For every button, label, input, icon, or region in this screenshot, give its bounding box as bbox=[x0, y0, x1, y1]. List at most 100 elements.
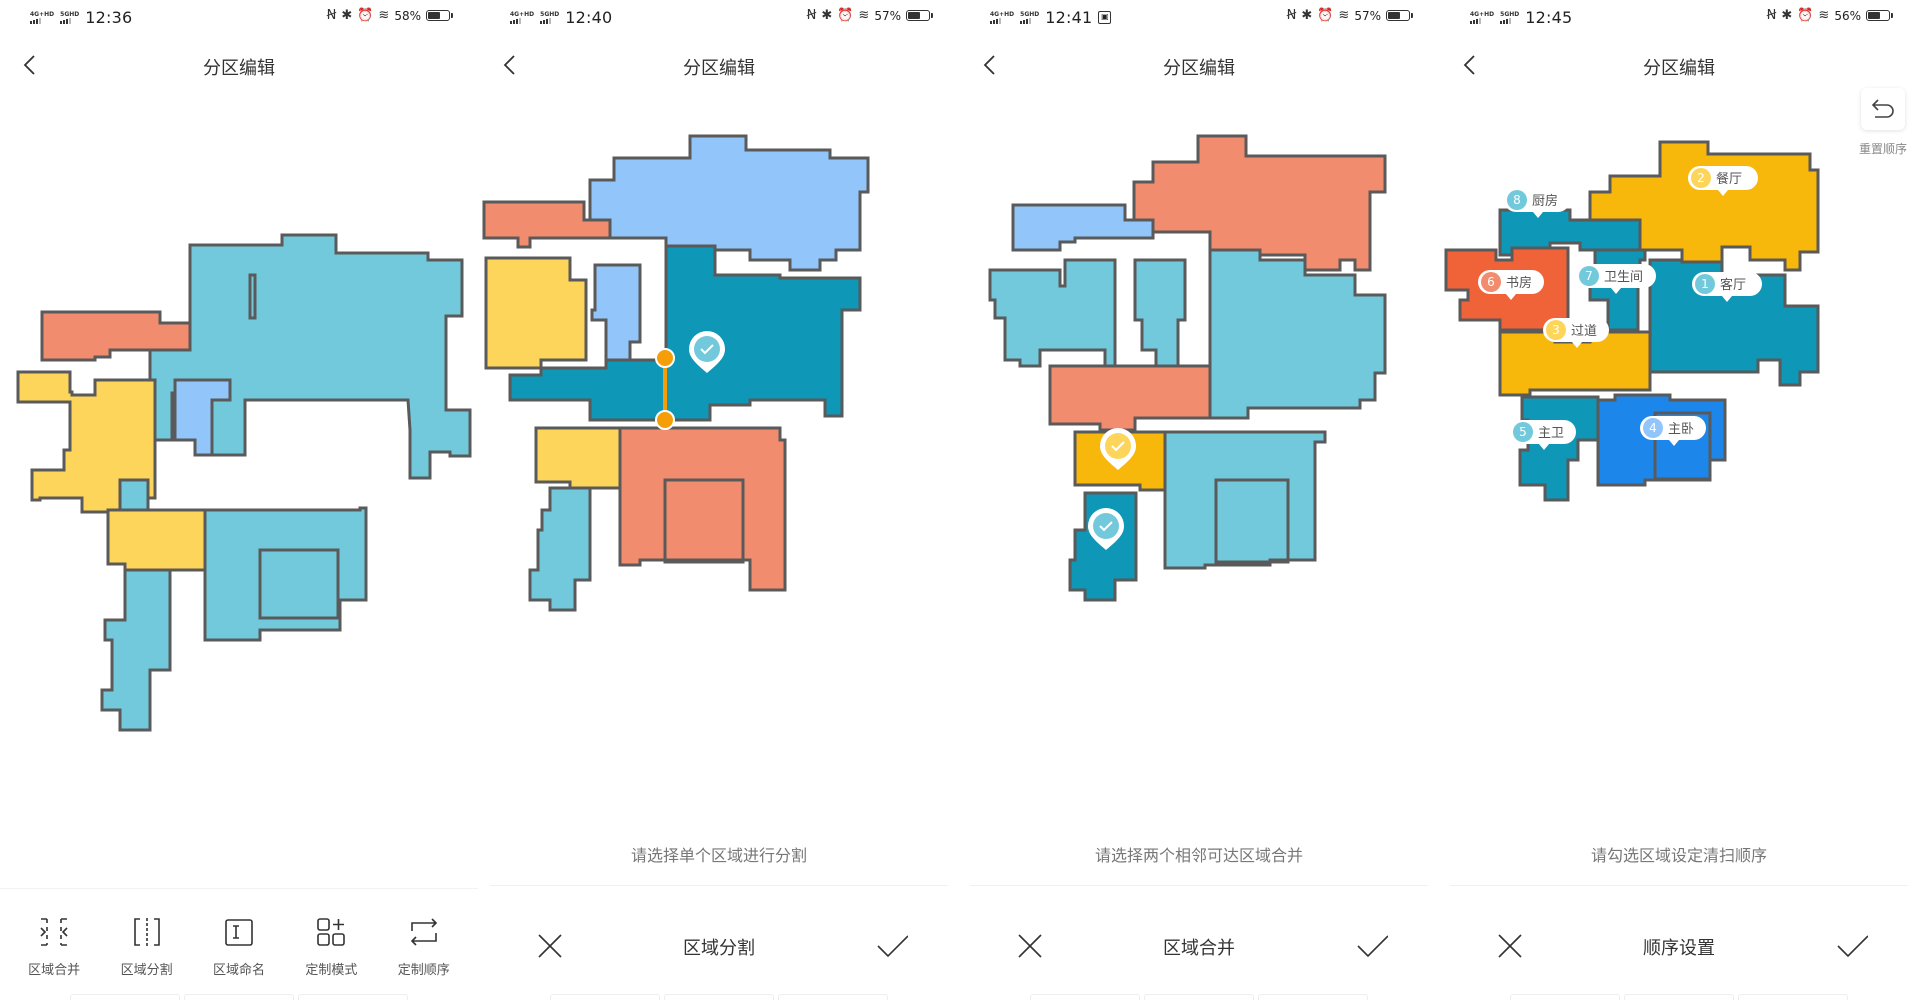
svg-text:6: 6 bbox=[1487, 275, 1495, 289]
battery-percent: 56% bbox=[1834, 8, 1861, 23]
merge-zones-button[interactable]: 区域合并 bbox=[9, 889, 99, 988]
custom-mode-button[interactable]: 定制模式 bbox=[286, 889, 376, 988]
floor-map[interactable] bbox=[0, 110, 478, 830]
divider bbox=[1450, 885, 1908, 886]
split-zone-button[interactable]: 区域分割 bbox=[102, 889, 192, 988]
rename-zone-button[interactable]: 区域命名 bbox=[194, 889, 284, 988]
action-bar: 区域分割 bbox=[480, 920, 958, 976]
signal-4g-icon: 4G+HD bbox=[1470, 11, 1494, 24]
room-region bbox=[203, 506, 368, 642]
room-region bbox=[248, 273, 257, 320]
reset-order: 重置顺序 bbox=[1858, 88, 1908, 157]
selected-zone-marker[interactable] bbox=[689, 331, 725, 373]
signal-5g-icon: 5GHD bbox=[540, 11, 559, 24]
room-label-7[interactable]: 7 卫生间 bbox=[1576, 264, 1656, 294]
room-region bbox=[1011, 203, 1155, 252]
cancel-icon[interactable] bbox=[1014, 930, 1046, 962]
signal-5g-icon: 5GHD bbox=[60, 11, 79, 24]
room-label-6[interactable]: 6 书房 bbox=[1478, 270, 1544, 300]
split-handle-top[interactable] bbox=[655, 348, 675, 368]
cancel-icon[interactable] bbox=[1494, 930, 1526, 962]
room-label-3[interactable]: 3 过道 bbox=[1543, 318, 1609, 348]
room-region bbox=[106, 508, 207, 572]
alarm-icon: ⏰ bbox=[1797, 8, 1814, 23]
battery-icon bbox=[1866, 10, 1893, 21]
phone-screen-merge-zones: 4G+HD 5GHD 12:41 ▣ Ꞥ ✱ ⏰ ≋ 57% 分区编辑 bbox=[960, 0, 1438, 1000]
reset-order-button[interactable] bbox=[1861, 88, 1905, 130]
svg-text:主卫: 主卫 bbox=[1538, 426, 1564, 441]
room-label-8[interactable]: 8 厨房 bbox=[1504, 188, 1570, 218]
nav-header: 分区编辑 bbox=[0, 44, 478, 88]
custom-order-button[interactable]: 定制顺序 bbox=[379, 889, 469, 988]
reset-order-label: 重置顺序 bbox=[1858, 142, 1907, 156]
room-region bbox=[1048, 364, 1212, 432]
floor-map[interactable]: 1 客厅 2 餐厅 3 过道 4 bbox=[1440, 110, 1918, 830]
floor-map-canvas[interactable]: 1 客厅 2 餐厅 3 过道 4 bbox=[1440, 110, 1918, 830]
check-icon[interactable] bbox=[876, 930, 908, 962]
status-bar: 4G+HD 5GHD 12:36 Ꞥ ✱ ⏰ ≋ 58% bbox=[0, 8, 478, 36]
signal-4g-icon: 4G+HD bbox=[990, 11, 1014, 24]
nav-header: 分区编辑 bbox=[1440, 44, 1918, 88]
page-title: 分区编辑 bbox=[1643, 58, 1715, 79]
svg-text:厨房: 厨房 bbox=[1532, 193, 1558, 209]
divider bbox=[970, 885, 1428, 886]
room-label-5[interactable]: 5 主卫 bbox=[1510, 420, 1576, 450]
room-label-4[interactable]: 4 主卧 bbox=[1640, 416, 1706, 446]
bluetooth-icon: ✱ bbox=[1301, 8, 1313, 23]
room-region bbox=[590, 263, 642, 362]
floor-map-canvas[interactable] bbox=[0, 110, 478, 830]
bluetooth-icon: ✱ bbox=[341, 8, 353, 23]
svg-text:4: 4 bbox=[1649, 421, 1657, 435]
page-title: 分区编辑 bbox=[203, 58, 275, 79]
battery-percent: 57% bbox=[1354, 8, 1381, 23]
room-region bbox=[1208, 248, 1387, 420]
nav-header: 分区编辑 bbox=[960, 44, 1438, 88]
room-region bbox=[1132, 134, 1387, 272]
action-title: 区域分割 bbox=[683, 938, 755, 959]
bluetooth-icon: ✱ bbox=[821, 8, 833, 23]
merge-zones-label: 区域合并 bbox=[28, 963, 81, 978]
phone-screen-split-zone: 4G+HD 5GHD 12:40 Ꞥ ✱ ⏰ ≋ 57% 分区编辑 bbox=[480, 0, 958, 1000]
battery-icon bbox=[426, 10, 453, 21]
custom-mode-icon bbox=[317, 918, 346, 946]
merge-icon bbox=[40, 918, 68, 946]
floor-map[interactable] bbox=[480, 110, 958, 830]
room-label-2[interactable]: 2 餐厅 bbox=[1688, 166, 1758, 196]
page-title: 分区编辑 bbox=[683, 58, 755, 79]
room-room-5-master-bath bbox=[1518, 395, 1600, 502]
alarm-icon: ⏰ bbox=[1317, 8, 1334, 23]
check-icon[interactable] bbox=[1356, 930, 1388, 962]
svg-text:客厅: 客厅 bbox=[1720, 277, 1746, 293]
back-chevron-icon[interactable] bbox=[1458, 52, 1484, 78]
svg-text:7: 7 bbox=[1585, 269, 1593, 283]
nfc-icon: Ꞥ bbox=[1766, 8, 1777, 23]
back-chevron-icon[interactable] bbox=[978, 52, 1004, 78]
battery-percent: 57% bbox=[874, 8, 901, 23]
wifi-icon: ≋ bbox=[858, 8, 870, 23]
check-icon[interactable] bbox=[1836, 930, 1868, 962]
wifi-icon: ≋ bbox=[1818, 8, 1830, 23]
floor-map-canvas[interactable] bbox=[480, 110, 958, 830]
split-handle-bottom[interactable] bbox=[655, 410, 675, 430]
back-chevron-icon[interactable] bbox=[18, 52, 44, 78]
floor-map[interactable] bbox=[960, 110, 1438, 830]
svg-text:过道: 过道 bbox=[1571, 324, 1597, 339]
room-region bbox=[1133, 258, 1187, 370]
room-region bbox=[588, 134, 870, 277]
floor-map-canvas[interactable] bbox=[960, 110, 1438, 830]
alarm-icon: ⏰ bbox=[837, 8, 854, 23]
room-region bbox=[482, 200, 612, 249]
selected-zone-marker[interactable] bbox=[1100, 428, 1136, 470]
room-room-1-living bbox=[1648, 258, 1820, 387]
status-bar: 4G+HD 5GHD 12:45 Ꞥ ✱ ⏰ ≋ 56% bbox=[1440, 8, 1918, 36]
selected-zone-marker[interactable] bbox=[1088, 508, 1124, 550]
cancel-icon[interactable] bbox=[534, 930, 566, 962]
bottom-tab-edge bbox=[550, 994, 888, 1000]
battery-icon bbox=[1386, 10, 1413, 21]
wifi-icon: ≋ bbox=[378, 8, 390, 23]
nfc-icon: Ꞥ bbox=[326, 8, 337, 23]
signal-4g-icon: 4G+HD bbox=[30, 11, 54, 24]
svg-text:8: 8 bbox=[1513, 193, 1521, 207]
back-chevron-icon[interactable] bbox=[498, 52, 524, 78]
room-label-1[interactable]: 1 客厅 bbox=[1692, 272, 1762, 302]
